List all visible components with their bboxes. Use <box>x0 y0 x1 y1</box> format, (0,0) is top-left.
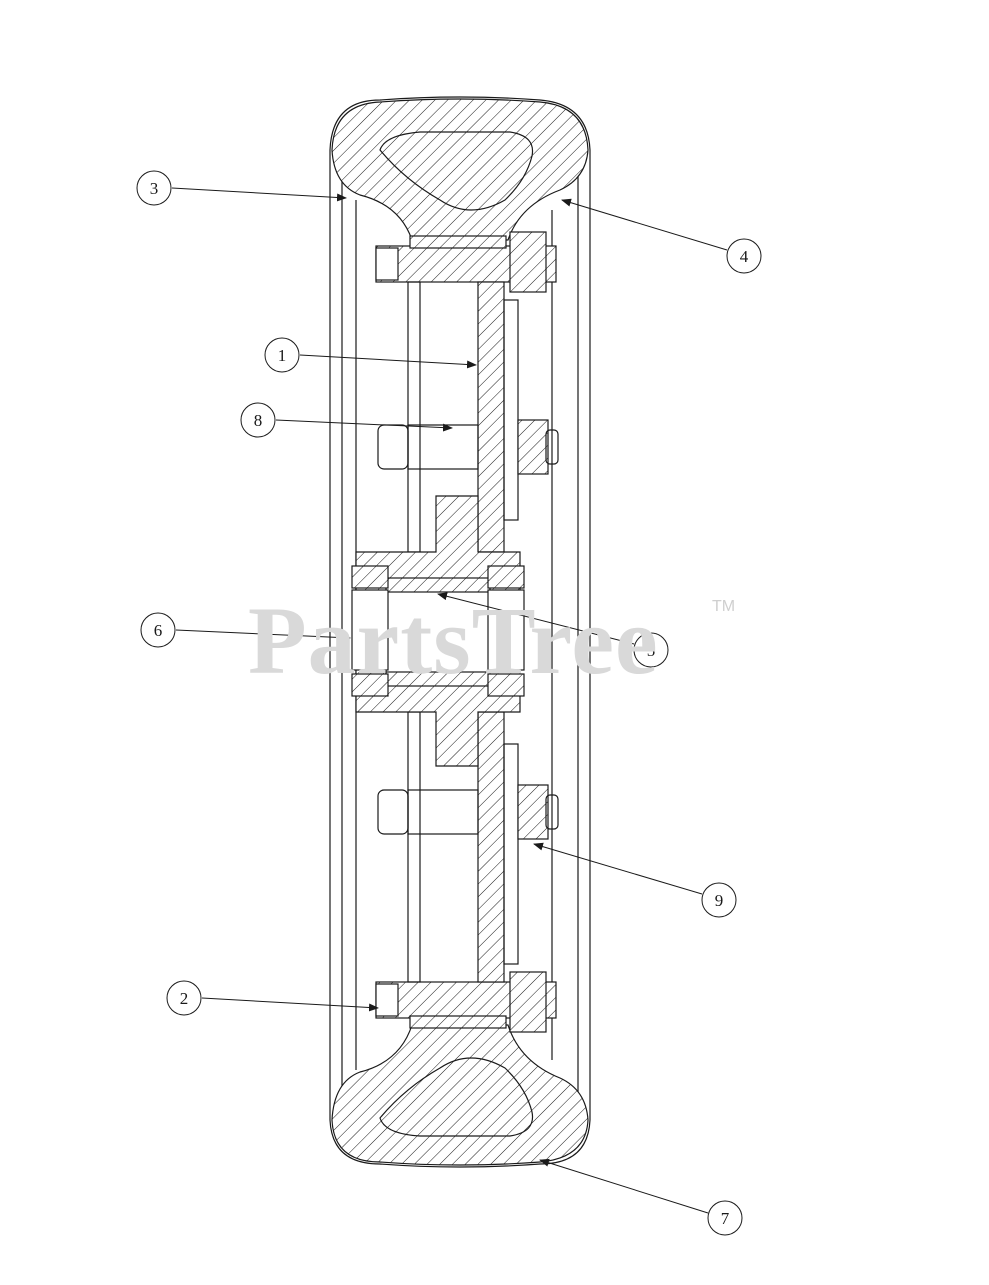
rim-top-section <box>331 98 589 241</box>
trademark-mark: TM <box>712 598 736 615</box>
leader-1 <box>299 354 477 369</box>
callout-number: 3 <box>150 179 159 198</box>
callout-2: 2 <box>166 980 202 1016</box>
leader-5 <box>437 592 635 645</box>
callout-circle <box>136 170 172 206</box>
upper-stud-head <box>377 424 409 470</box>
wheel-half-upper <box>477 281 505 553</box>
wheel-half-lower <box>477 711 505 983</box>
callout-7: 7 <box>707 1200 743 1236</box>
callout-9: 9 <box>701 882 737 918</box>
callout-number: 2 <box>180 989 189 1008</box>
lower-hex-nut <box>517 784 549 840</box>
bearing-left-race <box>351 589 389 671</box>
lower-stud-head <box>377 789 409 835</box>
upper-nut-cap <box>545 429 559 465</box>
hub-bore <box>385 589 491 675</box>
left-disc-lower <box>407 711 421 983</box>
callout-3: 3 <box>136 170 172 206</box>
right-disc-lower <box>503 743 519 965</box>
leader-7 <box>539 1158 709 1214</box>
lower-spacer <box>409 1015 507 1029</box>
bearing-right-race <box>487 589 525 671</box>
upper-bolt-head <box>375 247 399 281</box>
left-disc-upper <box>407 281 421 553</box>
leader-3 <box>171 187 347 202</box>
callout-circle <box>726 238 762 274</box>
upper-stud-shaft <box>407 424 479 470</box>
bearing-left-top <box>351 565 389 589</box>
tire-outline <box>329 96 591 1168</box>
leader-8 <box>275 419 453 432</box>
callout-circle <box>633 632 669 668</box>
bearing-right-top <box>487 565 525 589</box>
rim-bottom-section <box>331 1024 589 1166</box>
callout-4: 4 <box>726 238 762 274</box>
lower-nut-cap <box>545 794 559 830</box>
bearing-left-bottom <box>351 673 389 697</box>
leader-6 <box>175 629 351 642</box>
callout-number: 1 <box>278 346 287 365</box>
lower-bolt-head <box>375 983 399 1017</box>
callout-circle <box>140 612 176 648</box>
leader-9 <box>533 842 703 895</box>
leader-2 <box>201 997 379 1012</box>
callout-number: 8 <box>254 411 263 430</box>
bearing-right-bottom <box>487 673 525 697</box>
callout-number: 4 <box>740 247 749 266</box>
callout-circle <box>240 402 276 438</box>
callout-number: 7 <box>721 1209 730 1228</box>
partstree-watermark: PartsTree <box>248 587 659 694</box>
callout-number: 5 <box>647 641 656 660</box>
lower-stud-shaft <box>407 789 479 835</box>
right-disc-upper <box>503 299 519 521</box>
callout-6: 6 <box>140 612 176 648</box>
callout-circle <box>707 1200 743 1236</box>
callout-circle <box>701 882 737 918</box>
callout-number: 9 <box>715 891 724 910</box>
leader-4 <box>561 198 728 251</box>
callout-1: 1 <box>264 337 300 373</box>
upper-spacer <box>409 235 507 249</box>
upper-nut <box>509 231 547 293</box>
callout-circle <box>166 980 202 1016</box>
callout-8: 8 <box>240 402 276 438</box>
callout-number: 6 <box>154 621 163 640</box>
lower-nut <box>509 971 547 1033</box>
callout-circle <box>264 337 300 373</box>
upper-hex-nut <box>517 419 549 475</box>
callout-5: 5 <box>633 632 669 668</box>
